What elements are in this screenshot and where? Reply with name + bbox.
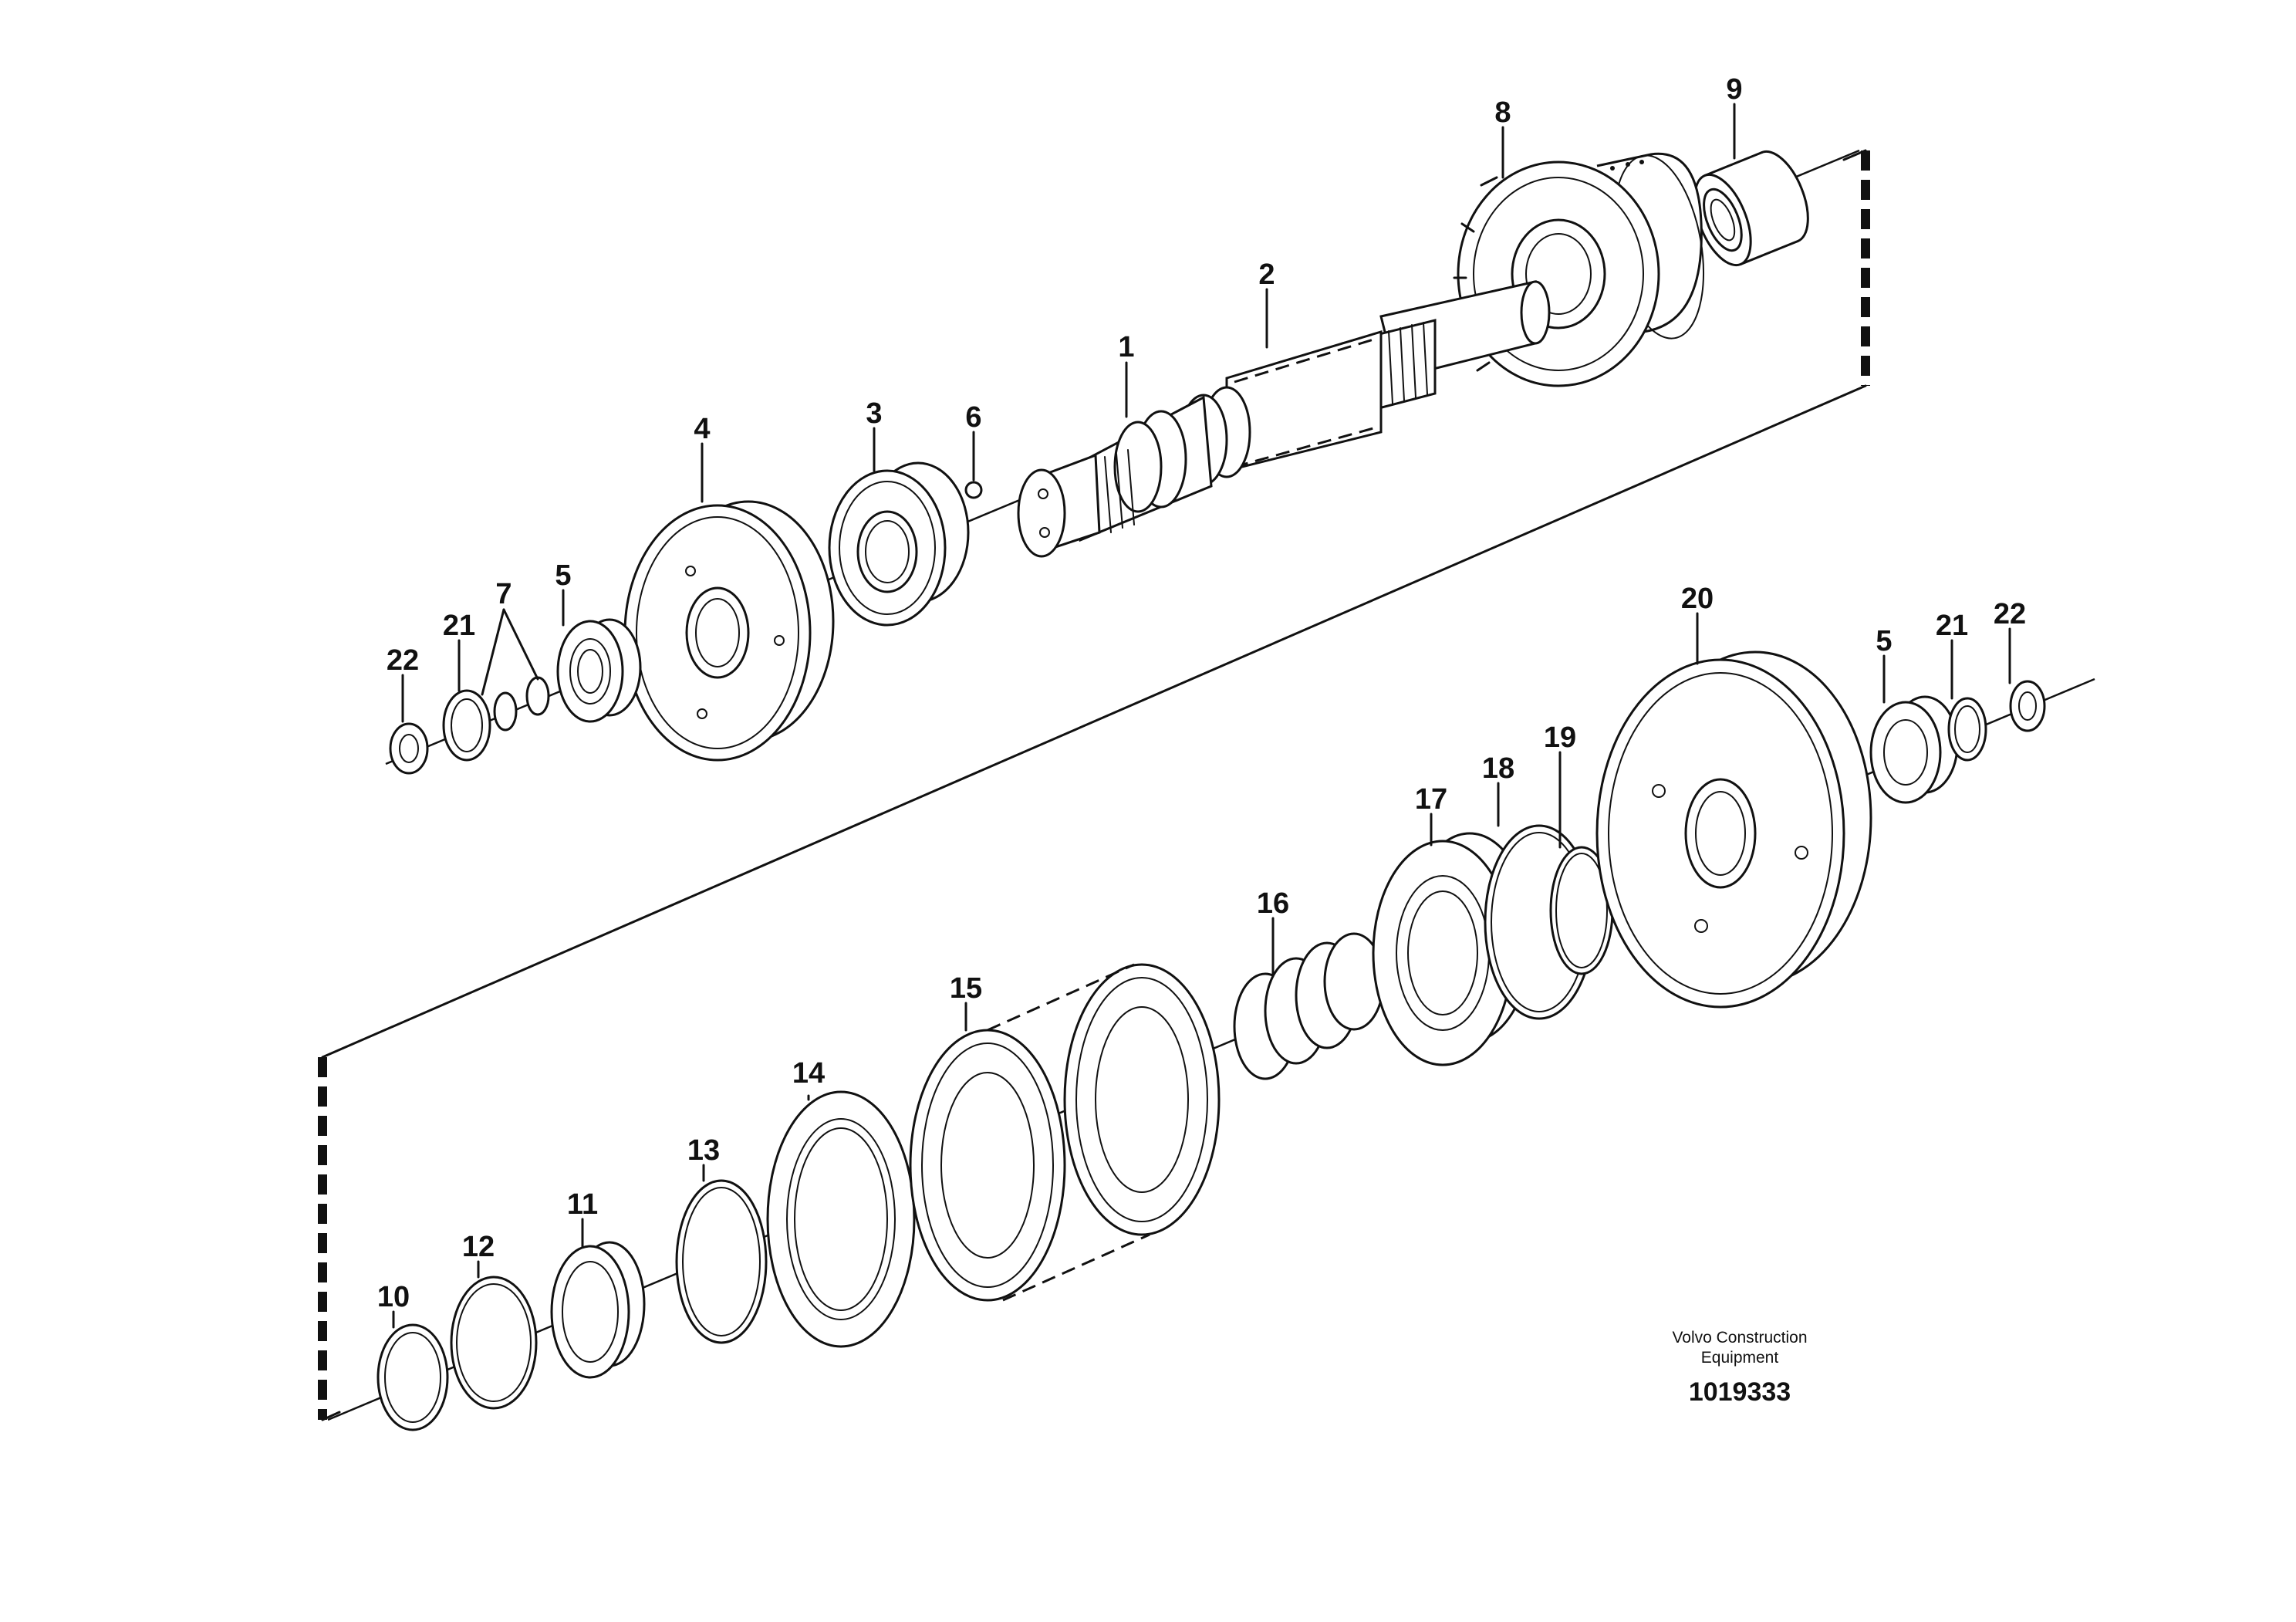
part-22-lock-nut-upper xyxy=(389,722,429,775)
callout-5-lower: 5 xyxy=(1876,625,1892,657)
drawing-credit: Volvo Construction Equipment 1019333 xyxy=(1672,1329,1807,1407)
part-5-bearing-upper xyxy=(556,618,642,723)
callout-11: 11 xyxy=(567,1188,598,1221)
callout-15: 15 xyxy=(950,972,982,1005)
callout-9: 9 xyxy=(1726,73,1742,106)
callout-19: 19 xyxy=(1544,721,1576,754)
part-22-lock-nut-lower xyxy=(2009,680,2046,732)
part-7-o-rings xyxy=(493,676,550,732)
part-20-large-gear xyxy=(1595,650,1872,1009)
callout-7: 7 xyxy=(495,578,512,610)
callout-21-upper: 21 xyxy=(443,610,475,642)
part-3-gear xyxy=(828,461,970,627)
leader-lines xyxy=(392,103,2011,1329)
callout-3: 3 xyxy=(866,397,882,430)
part-1-2-main-shaft xyxy=(1017,280,1551,558)
part-14-disc xyxy=(766,1090,916,1348)
callout-4: 4 xyxy=(694,413,710,445)
callout-12: 12 xyxy=(462,1231,495,1263)
part-16-springs xyxy=(1233,932,1385,1080)
callout-20: 20 xyxy=(1681,583,1714,615)
part-13-ring xyxy=(675,1179,768,1344)
credit-line-1: Volvo Construction xyxy=(1672,1329,1807,1347)
callout-labels: 1 2 3 4 5 6 7 8 9 10 11 12 13 14 15 16 1… xyxy=(377,73,2026,1313)
callout-5-upper: 5 xyxy=(555,559,571,592)
callout-22-upper: 22 xyxy=(387,644,419,677)
part-21-snap-ring-upper xyxy=(442,689,491,762)
part-9-bearing xyxy=(1693,150,1809,267)
callout-18: 18 xyxy=(1482,752,1514,785)
callout-21-lower: 21 xyxy=(1936,610,1968,642)
document-number: 1019333 xyxy=(1689,1377,1791,1407)
callout-2: 2 xyxy=(1258,259,1275,291)
callout-1: 1 xyxy=(1118,331,1134,363)
callout-13: 13 xyxy=(687,1134,720,1167)
part-5-bearing-lower xyxy=(1869,695,1959,804)
callout-10: 10 xyxy=(377,1281,410,1313)
callout-17: 17 xyxy=(1415,783,1447,816)
part-19-seal-ring xyxy=(1549,846,1614,975)
callout-16: 16 xyxy=(1257,887,1289,920)
callout-8: 8 xyxy=(1494,96,1511,129)
part-6-o-ring xyxy=(964,481,983,499)
callout-14: 14 xyxy=(792,1057,825,1090)
part-4-large-gear xyxy=(623,500,835,762)
callout-6: 6 xyxy=(965,401,981,434)
credit-line-2: Equipment xyxy=(1701,1349,1779,1367)
assembly-boundary xyxy=(318,149,1870,1421)
part-11-hub-gear xyxy=(550,1241,646,1379)
part-21-snap-ring-lower xyxy=(1947,697,1987,762)
callout-22-lower: 22 xyxy=(1994,598,2026,630)
part-10-snap-ring xyxy=(376,1323,449,1431)
part-12-snap-ring xyxy=(450,1276,538,1410)
part-15-clutch-disc-pack xyxy=(909,963,1221,1302)
